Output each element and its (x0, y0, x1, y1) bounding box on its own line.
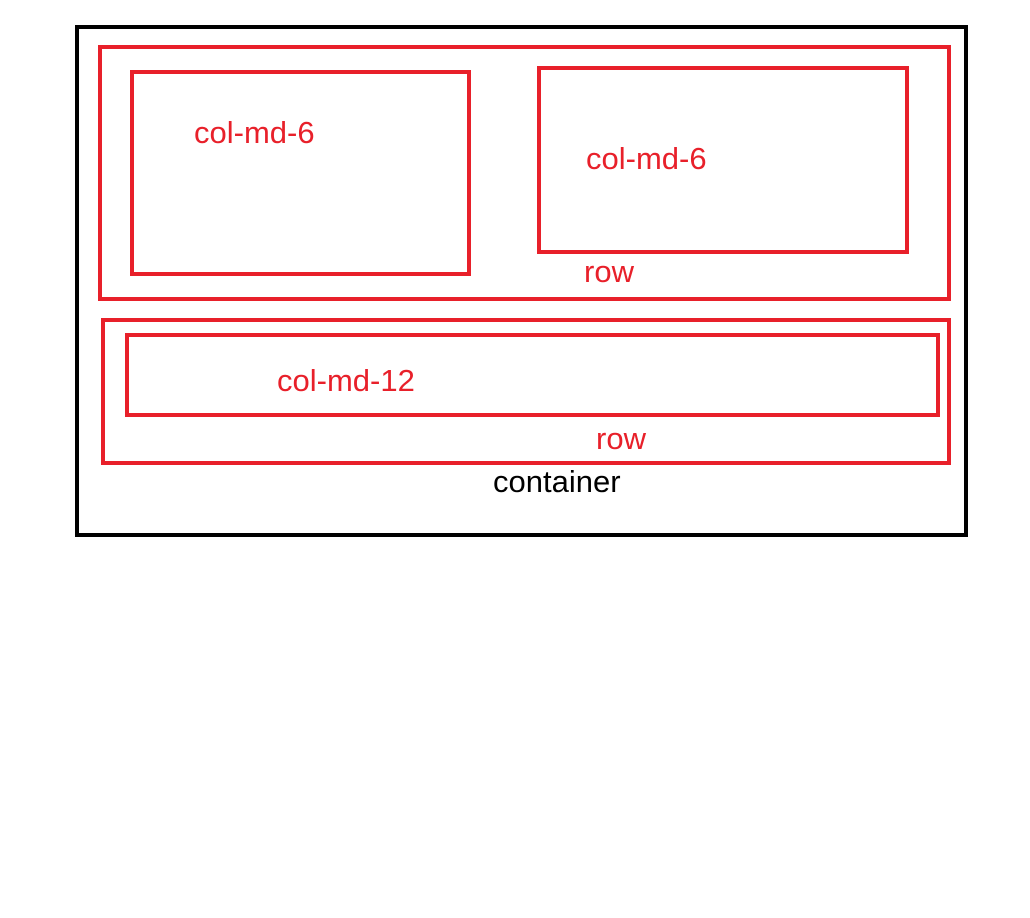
container-box (75, 25, 968, 537)
row-box-1 (98, 45, 951, 301)
col-md-12-box (125, 333, 940, 417)
col-md-6-label-2: col-md-6 (586, 141, 707, 176)
col-md-6-box-2 (537, 66, 909, 254)
row-box-2 (101, 318, 951, 465)
row-label-2: row (596, 421, 646, 456)
col-md-12-label: col-md-12 (277, 363, 415, 398)
col-md-6-label-1: col-md-6 (194, 115, 315, 150)
col-md-6-box-1 (130, 70, 471, 276)
container-label: container (493, 464, 621, 499)
row-label-1: row (584, 254, 634, 289)
